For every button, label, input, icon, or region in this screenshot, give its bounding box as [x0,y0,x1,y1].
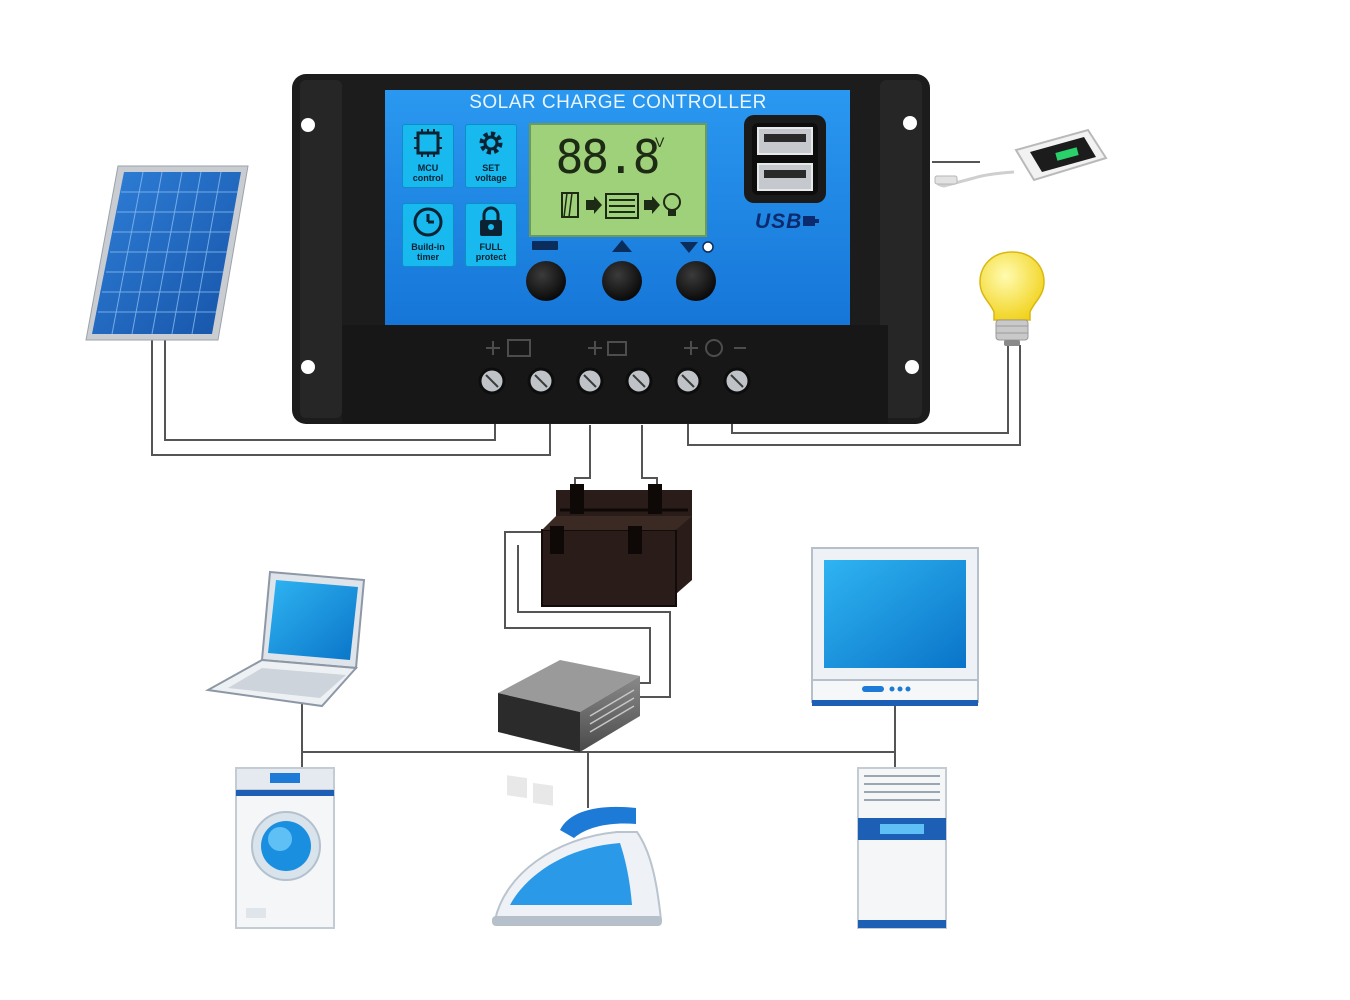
down-button[interactable] [676,261,716,301]
mount-hole [903,116,917,130]
usb-icon [803,216,819,226]
monitor [811,547,979,706]
solar-panel [85,165,249,341]
full-protect-key: FULL protect [465,203,517,267]
lcd-unit: V [655,134,665,150]
terminals [478,367,751,395]
mount-hole [301,118,315,132]
usb-port-block [744,115,826,203]
down-triangle-icon [680,242,698,253]
button-legend-icons [532,240,714,253]
set-voltage-key: SET voltage [465,124,517,188]
terminal-symbols [486,339,746,357]
lcd-reading: 88.8 [555,130,661,184]
mcu-control-key: MCU control [402,124,454,188]
mount-hole [301,360,315,374]
chip-icon [414,129,442,157]
laptop [204,570,366,708]
build-in-timer-key: Build-in timer [402,203,454,267]
air-conditioner [857,767,947,929]
usb-label: USB [755,210,803,233]
light-bulb [979,251,1045,346]
clock-icon [413,207,443,237]
key-label: Build-in timer [411,242,445,262]
key-label: SET voltage [475,163,507,183]
steam-iron [492,806,663,926]
mode-button[interactable] [526,261,566,301]
power-inverter [498,660,640,806]
key-label: FULL protect [475,242,507,262]
washing-machine [235,767,335,929]
charge-controller [292,74,930,424]
up-button[interactable] [602,261,642,301]
lock-icon [480,206,502,236]
battery [541,484,692,607]
lcd-flow-icons [561,192,681,219]
controller-title: SOLAR CHARGE CONTROLLER [469,92,767,113]
mode-icon [532,241,558,250]
mount-hole [905,360,919,374]
up-triangle-icon [612,240,632,252]
gear-icon [479,131,503,155]
key-label: MCU control [412,163,444,183]
smartphone [934,128,1108,188]
terminal-strip [342,325,888,423]
